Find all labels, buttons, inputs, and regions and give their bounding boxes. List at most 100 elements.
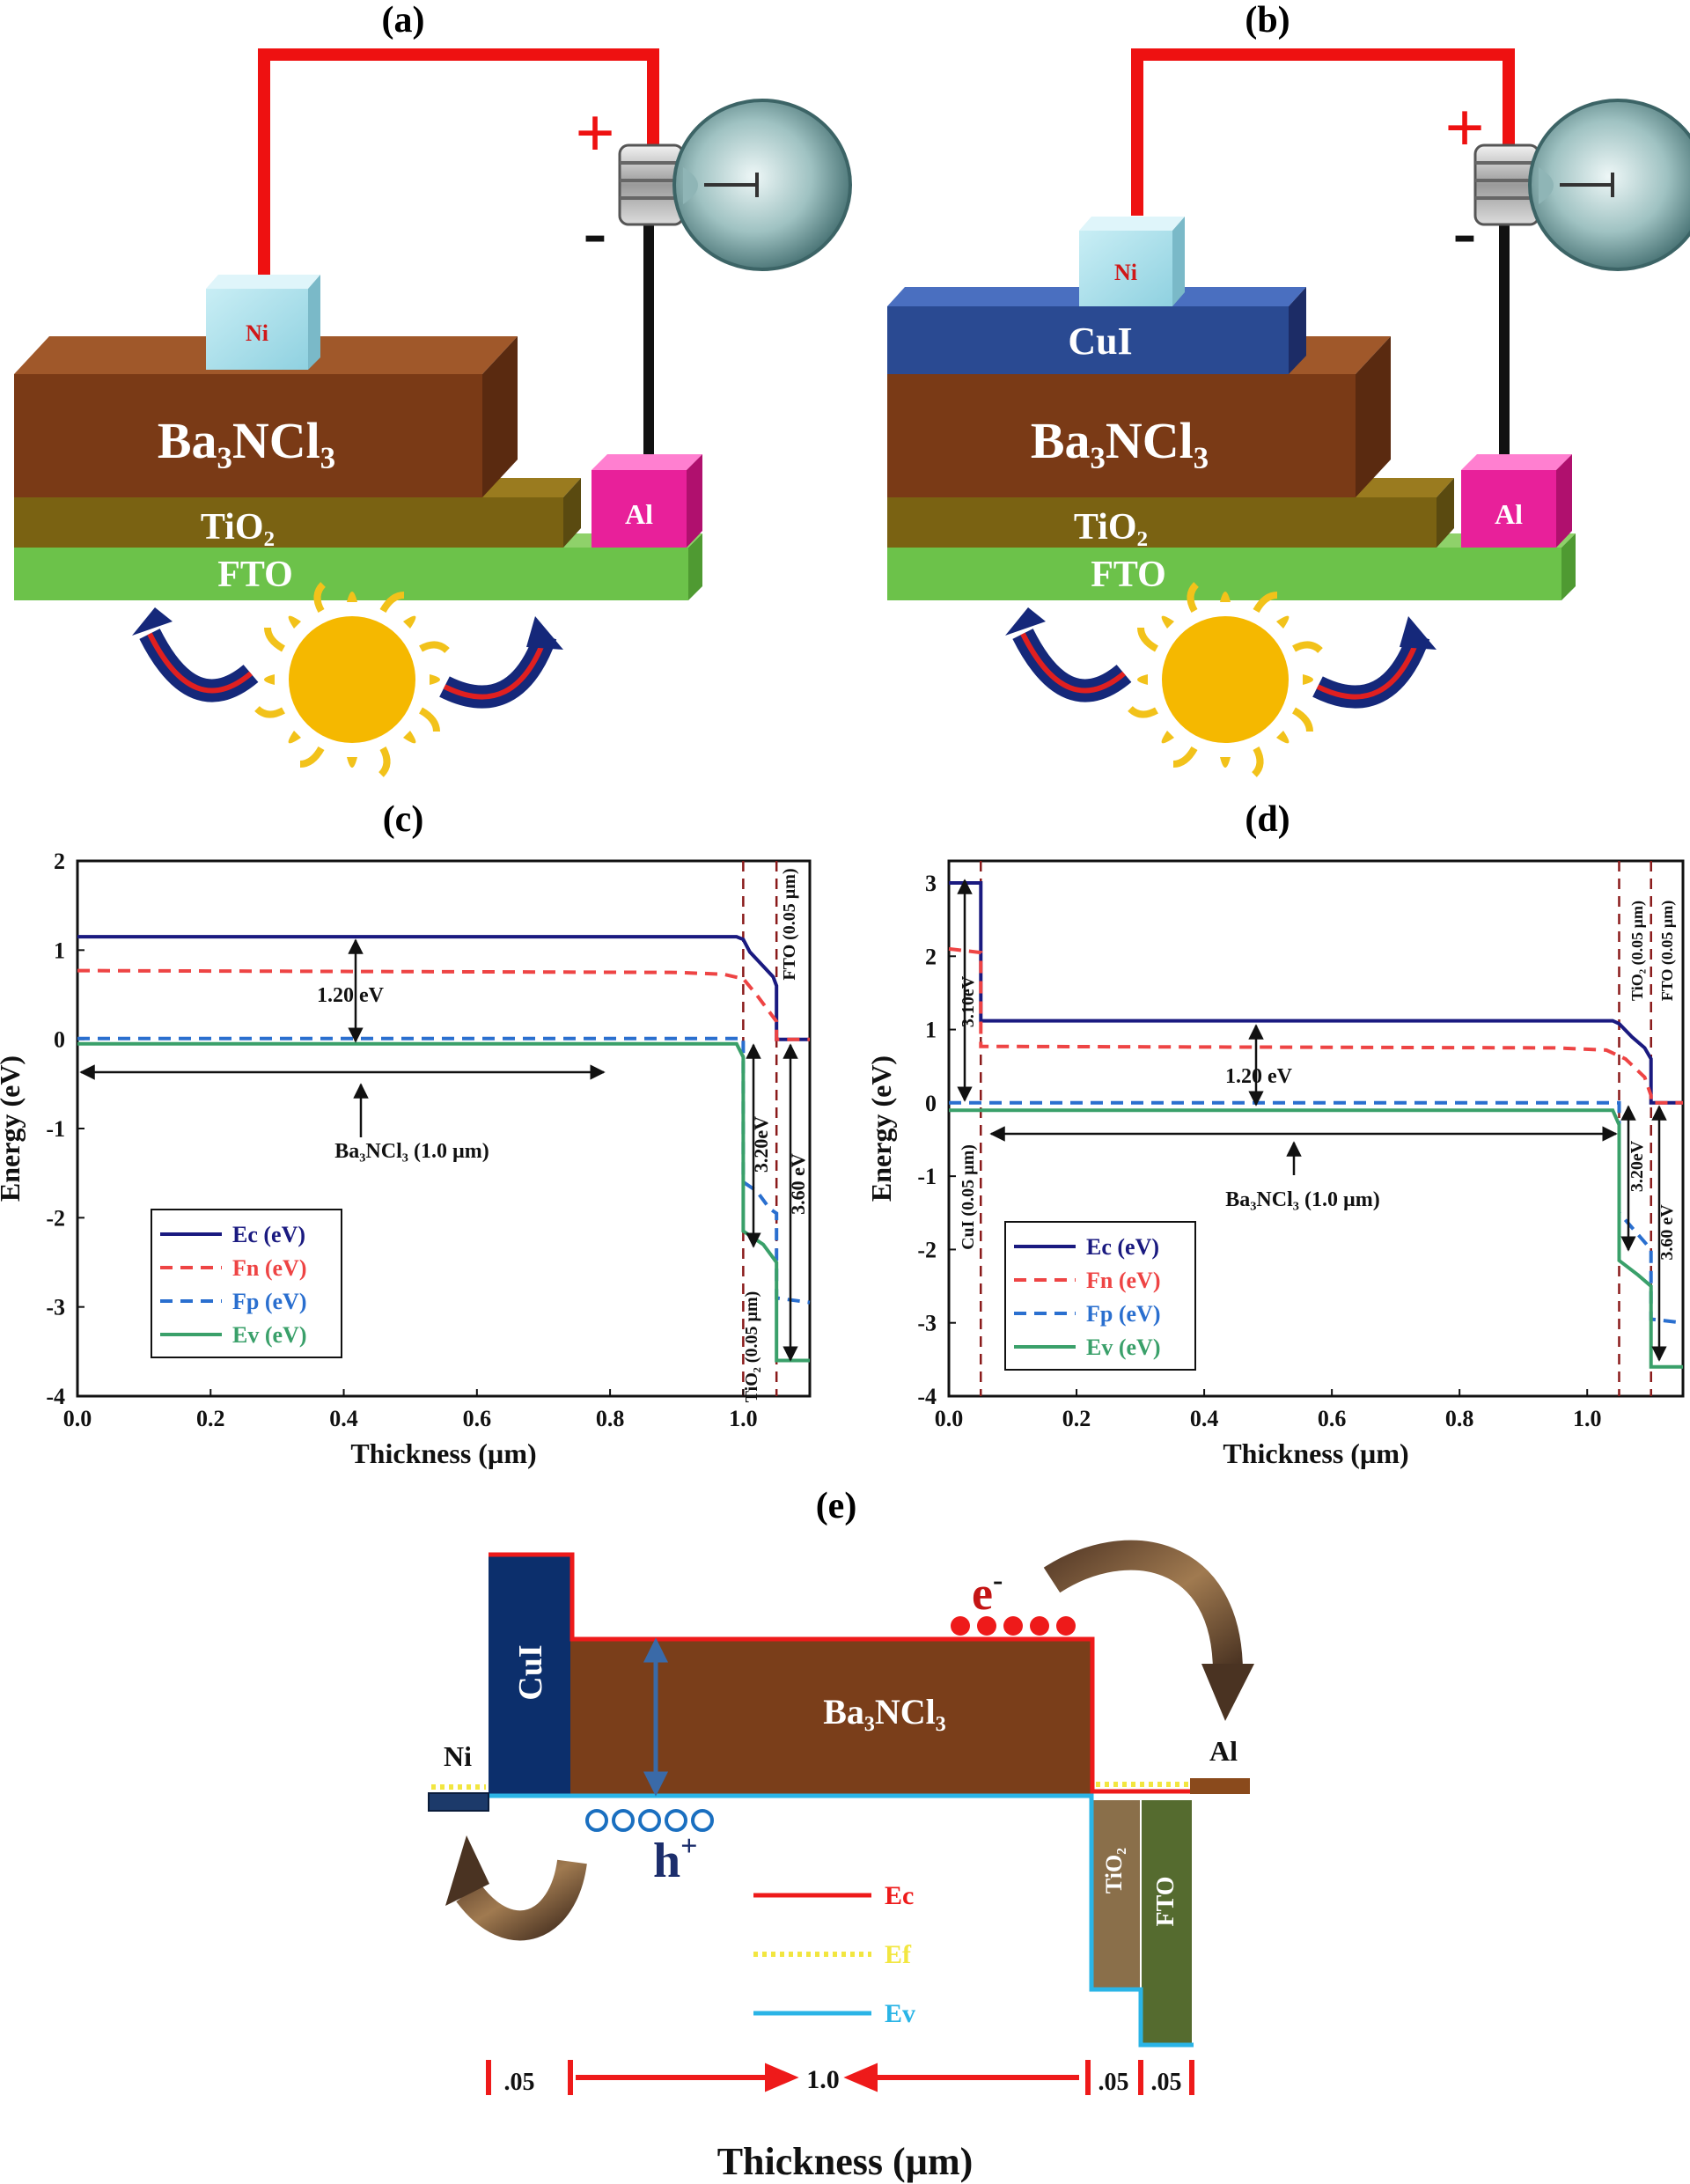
- y-tick-label: 0: [925, 1091, 937, 1116]
- svg-text:CuI: CuI: [1068, 320, 1132, 363]
- label-fto-gap-d: 3.60 eV: [1657, 1204, 1677, 1261]
- plot-frame: [947, 859, 1685, 1398]
- y-tick-label: -3: [46, 1295, 65, 1320]
- x-tick-label: 0.2: [196, 1406, 225, 1431]
- x-tick-label: 0.4: [329, 1406, 358, 1431]
- svg-text:TiO₂: TiO₂: [1074, 507, 1148, 548]
- svg-text:Al: Al: [1209, 1735, 1238, 1767]
- y-tick-label: 0: [54, 1027, 65, 1053]
- x-tick-label: 0.6: [1318, 1406, 1347, 1431]
- panel-a-label: (a): [382, 0, 425, 40]
- svg-text:Ev: Ev: [885, 1999, 915, 2028]
- curved-arrow-icon: [1005, 607, 1132, 702]
- y-axis-label: Energy (eV): [865, 1055, 897, 1202]
- chart-legend: Ec (eV)Fn (eV)Fp (eV)Ev (eV): [1004, 1221, 1196, 1371]
- x-tick-label: 0.6: [463, 1406, 492, 1431]
- panel-b-label: (b): [1245, 0, 1290, 40]
- contact-ni: Ni: [206, 275, 320, 370]
- bandgap-arrow-icon: [643, 1637, 669, 1797]
- y-tick-label: 1: [925, 1018, 937, 1043]
- contact-al: Al: [592, 454, 702, 548]
- series-line-ec: [77, 935, 810, 1041]
- y-tick-label: -4: [46, 1384, 65, 1409]
- label-fto-e: FTO: [1152, 1876, 1179, 1926]
- layer-ba3ncl3: Ba₃NCl₃: [14, 336, 518, 497]
- x-tick-label: 0.2: [1062, 1406, 1091, 1431]
- legend-label: Ec (eV): [1086, 1234, 1159, 1260]
- legend-label: Ev (eV): [1086, 1335, 1160, 1360]
- panel-d-label: (d): [1245, 799, 1290, 840]
- wire-red: [1131, 48, 1515, 216]
- svg-text:Ba₃NCl₃: Ba₃NCl₃: [1031, 412, 1209, 469]
- electron-dots: [951, 1616, 1076, 1636]
- svg-text:FTO: FTO: [217, 555, 293, 595]
- series-line-fn: [948, 946, 1683, 1105]
- y-tick-label: 3: [925, 871, 937, 896]
- contact-al: Al: [1461, 454, 1572, 548]
- line-ec: [489, 1552, 1194, 1794]
- label-tio2-e: TiO₂: [1101, 1848, 1127, 1894]
- label-absorber-c: Ba₃NCl₃ (1.0 µm): [334, 1140, 489, 1163]
- svg-text:Ni: Ni: [246, 320, 268, 346]
- svg-text:Ef: Ef: [885, 1940, 912, 1969]
- sun-icon: [254, 582, 450, 777]
- curved-arrow-icon: [1043, 1540, 1254, 1721]
- svg-text:.05: .05: [1151, 2069, 1182, 2096]
- label-gap-c: 1.20 eV: [317, 984, 385, 1007]
- svg-text:Ni: Ni: [444, 1740, 472, 1772]
- contact-al-e: [1190, 1778, 1250, 1794]
- thickness-scale: [486, 2060, 1194, 2095]
- plus-sign: +: [575, 95, 615, 173]
- label-absorber-d: Ba₃NCl₃ (1.0 µm): [1225, 1188, 1380, 1211]
- block-cui: [489, 1556, 570, 1796]
- y-tick-label: 2: [925, 944, 937, 969]
- minus-sign: -: [1453, 194, 1477, 271]
- legend-label: Fp (eV): [232, 1289, 306, 1314]
- contact-ni: Ni: [1079, 217, 1185, 306]
- svg-text:Al: Al: [625, 498, 653, 530]
- x-tick-label: 0.4: [1190, 1406, 1219, 1431]
- xlabel-e: Thickness (µm): [717, 2140, 974, 2183]
- panel-b: (b) + - FTO TiO₂: [887, 0, 1690, 777]
- legend-label: Ec (eV): [232, 1222, 305, 1247]
- series-line-ec: [949, 881, 1683, 1105]
- panel-a: (a) + - FTO TiO₂: [14, 0, 852, 777]
- label-tio2-d: TiO₂ (0.05 µm): [1628, 901, 1647, 1001]
- x-tick-label: 0.8: [1445, 1406, 1474, 1431]
- y-tick-label: 2: [54, 849, 65, 874]
- series-line-fn: [77, 968, 810, 1041]
- label-htl-gap-d: 3.10eV: [959, 975, 978, 1027]
- x-tick-label: 0.0: [935, 1406, 964, 1431]
- legend-label: Fp (eV): [1086, 1301, 1160, 1327]
- curved-arrow-icon: [445, 1835, 587, 1941]
- svg-text:Ec: Ec: [885, 1881, 914, 1910]
- y-tick-label: -3: [917, 1311, 937, 1336]
- annotations-d: [957, 879, 1667, 1362]
- label-cui-d: CuI (0.05 µm): [959, 1144, 978, 1250]
- electron-label: e-: [972, 1564, 1003, 1620]
- y-tick-label: -2: [46, 1205, 65, 1231]
- svg-text:TiO₂: TiO₂: [201, 507, 275, 548]
- label-fto-c: FTO (0.05 µm): [780, 868, 799, 980]
- label-etl-gap-d: 3.20eV: [1628, 1140, 1647, 1192]
- label-tio2-c: TiO₂ (0.05 µm): [742, 1291, 761, 1403]
- svg-text:.05: .05: [1098, 2069, 1129, 2096]
- curved-arrow-icon: [439, 616, 563, 709]
- line-ev: [489, 1793, 1194, 2048]
- minus-sign: -: [584, 194, 607, 271]
- panel-c-label: (c): [383, 799, 424, 840]
- chart-legend: Ec (eV)Fn (eV)Fp (eV)Ev (eV): [151, 1209, 342, 1358]
- label-fto-d: FTO (0.05 µm): [1658, 901, 1677, 1002]
- y-tick-label: -1: [46, 1116, 65, 1142]
- sun-icon: [1128, 582, 1323, 777]
- block-tio2: [1090, 1800, 1140, 1989]
- hole-circles: [585, 1809, 714, 1832]
- label-etl-gap-c: 3.20eV: [750, 1116, 772, 1173]
- y-tick-label: -1: [917, 1164, 937, 1189]
- svg-text:Ba₃NCl₃: Ba₃NCl₃: [158, 412, 335, 469]
- curved-arrow-icon: [1312, 616, 1436, 709]
